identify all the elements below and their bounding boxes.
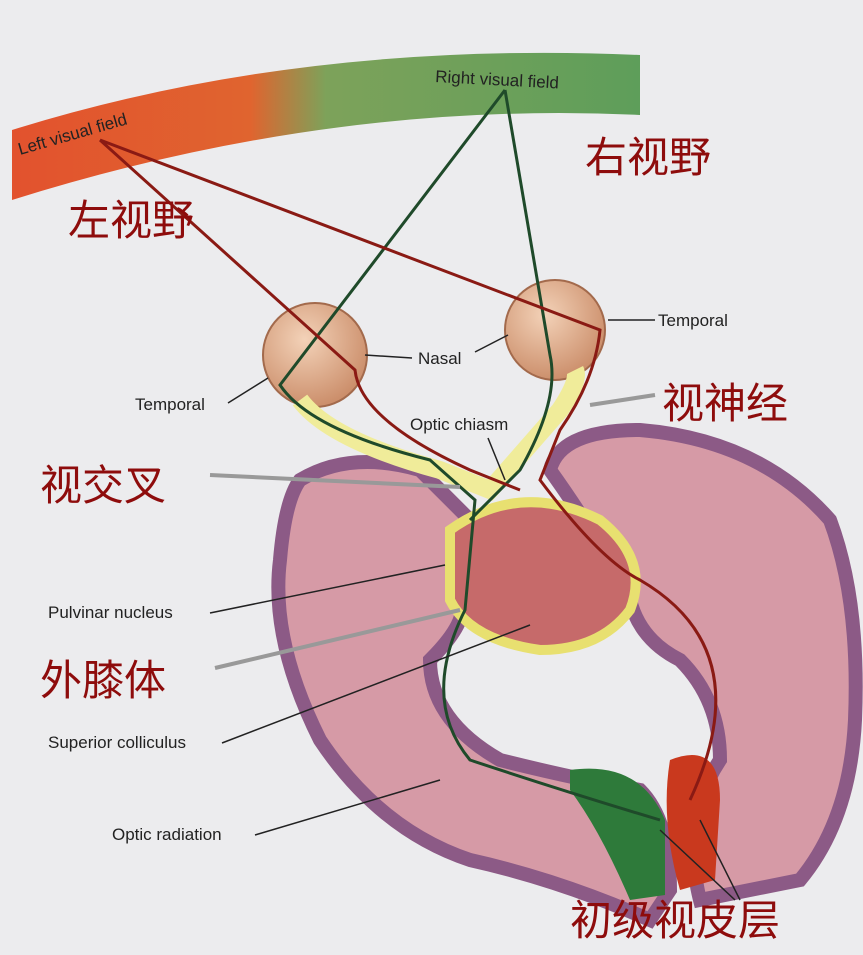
label-superior-colliculus: Superior colliculus [48,733,186,752]
left-field-pathway [278,89,661,822]
zh-primary-visual-cortex: 初级视皮层 [570,896,780,945]
left-eye [262,302,368,408]
zh-right-visual-field: 右视野 [585,133,711,182]
label-temporal-right: Temporal [658,311,728,330]
label-nasal: Nasal [418,349,461,368]
visual-field-arc [12,52,640,200]
zh-pointer-lines [209,393,656,670]
zh-left-visual-field: 左视野 [68,196,194,245]
left-field-pathway-2 [468,89,554,522]
zh-optic-chiasm: 视交叉 [40,461,166,510]
label-optic-chiasm: Optic chiasm [410,415,508,434]
zh-lateral-geniculate: 外膝体 [40,656,166,705]
right-field-pathway-2 [98,138,521,492]
pointer-lines [209,319,741,901]
label-optic-radiation: Optic radiation [112,825,222,844]
label-temporal-left: Temporal [135,395,205,414]
label-pulvinar-nucleus: Pulvinar nucleus [48,603,173,622]
midbrain [445,497,641,656]
left-visual-cortex [570,768,665,900]
right-eye [504,279,606,381]
right-field-pathway [99,138,718,801]
zh-optic-nerve: 视神经 [662,379,788,428]
right-visual-cortex [666,755,720,890]
